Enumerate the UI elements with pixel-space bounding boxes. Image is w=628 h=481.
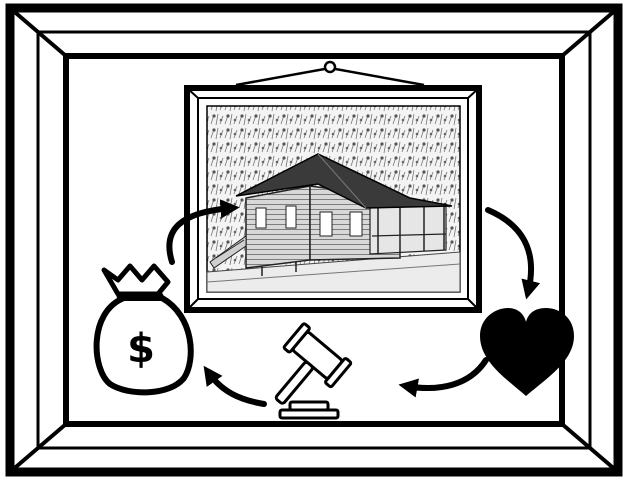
dollar-sign: $ [127, 326, 155, 372]
house-picture [187, 88, 479, 310]
